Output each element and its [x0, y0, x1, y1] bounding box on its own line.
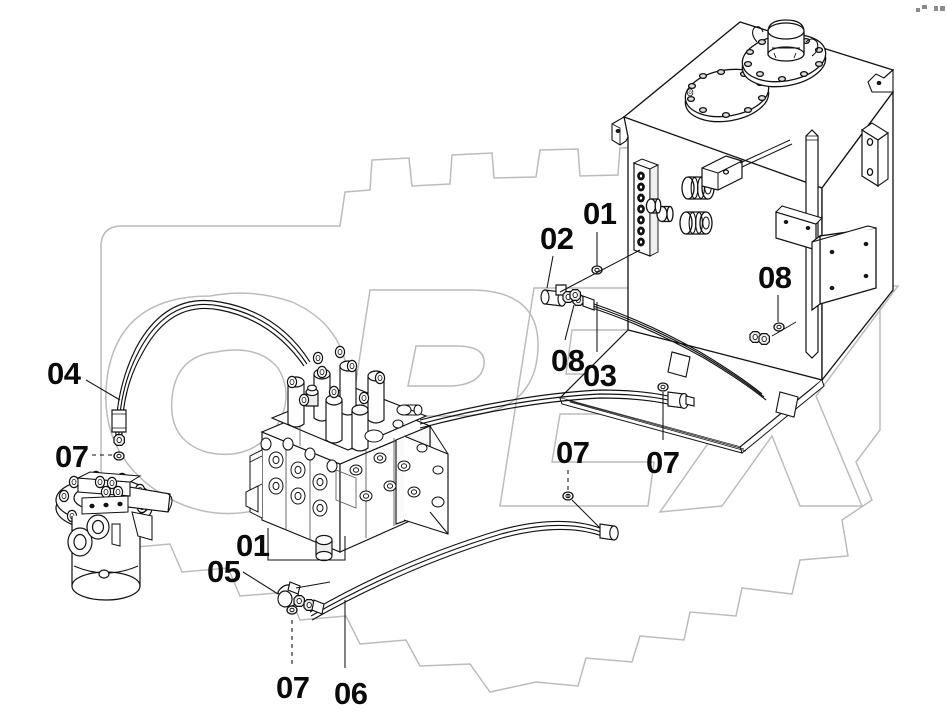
- swivel-joint: [55, 470, 173, 601]
- callout-04: 04: [47, 356, 81, 391]
- callout-08-right: 08: [758, 260, 792, 295]
- callout-05: 05: [207, 554, 241, 589]
- callout-leaders: [85, 232, 779, 668]
- main-control-valve: [245, 345, 449, 562]
- callout-07-center: 07: [556, 435, 590, 470]
- callout-07-swivel: 07: [55, 439, 89, 474]
- callout-07-bottom: 07: [276, 670, 310, 705]
- callout-01-lower: 01: [236, 528, 270, 563]
- callout-08-left: 08: [551, 343, 585, 378]
- tank-hose-fittings: [645, 176, 715, 235]
- hydraulic-oil-tank: [558, 19, 895, 454]
- corner-mark: [916, 5, 945, 12]
- callout-01-upper: 01: [583, 196, 617, 231]
- pilot-hose-lower: [309, 520, 603, 621]
- callout-07-right: 07: [646, 445, 680, 480]
- pilot-line-assembly: [111, 249, 797, 621]
- pilot-tube-assembly: [575, 297, 767, 401]
- pilot-hose-upper-right: [419, 389, 669, 429]
- callout-03: 03: [583, 358, 617, 393]
- callout-02: 02: [540, 221, 574, 256]
- callout-06: 06: [334, 676, 368, 711]
- pilot-hose-long: [115, 299, 311, 446]
